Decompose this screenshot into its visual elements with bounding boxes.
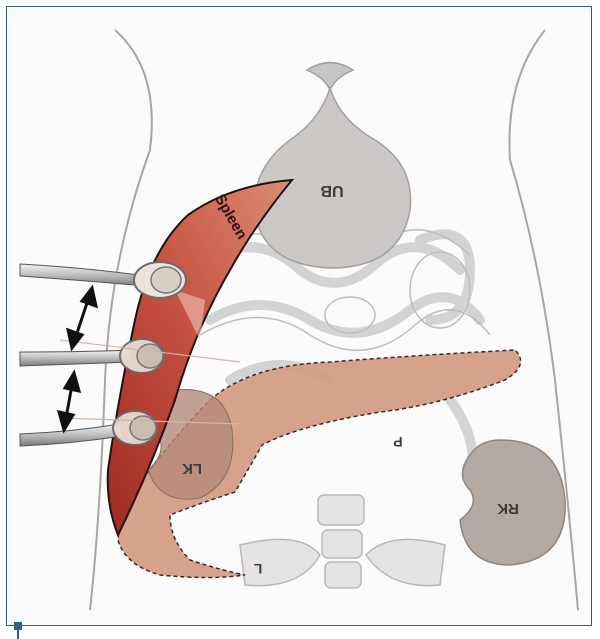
right-kidney-label: RK bbox=[497, 500, 519, 517]
left-kidney-label: LK bbox=[182, 460, 202, 477]
liver-label: L bbox=[253, 561, 262, 577]
double-arrow-lower bbox=[59, 373, 79, 430]
bladder-label: UB bbox=[320, 182, 343, 199]
double-arrow-upper bbox=[68, 288, 96, 348]
spine bbox=[240, 495, 445, 588]
instrument-middle bbox=[20, 339, 240, 373]
urinary-bladder bbox=[254, 63, 410, 269]
instrument-top bbox=[20, 262, 186, 298]
pancreas-label: P bbox=[393, 434, 402, 450]
